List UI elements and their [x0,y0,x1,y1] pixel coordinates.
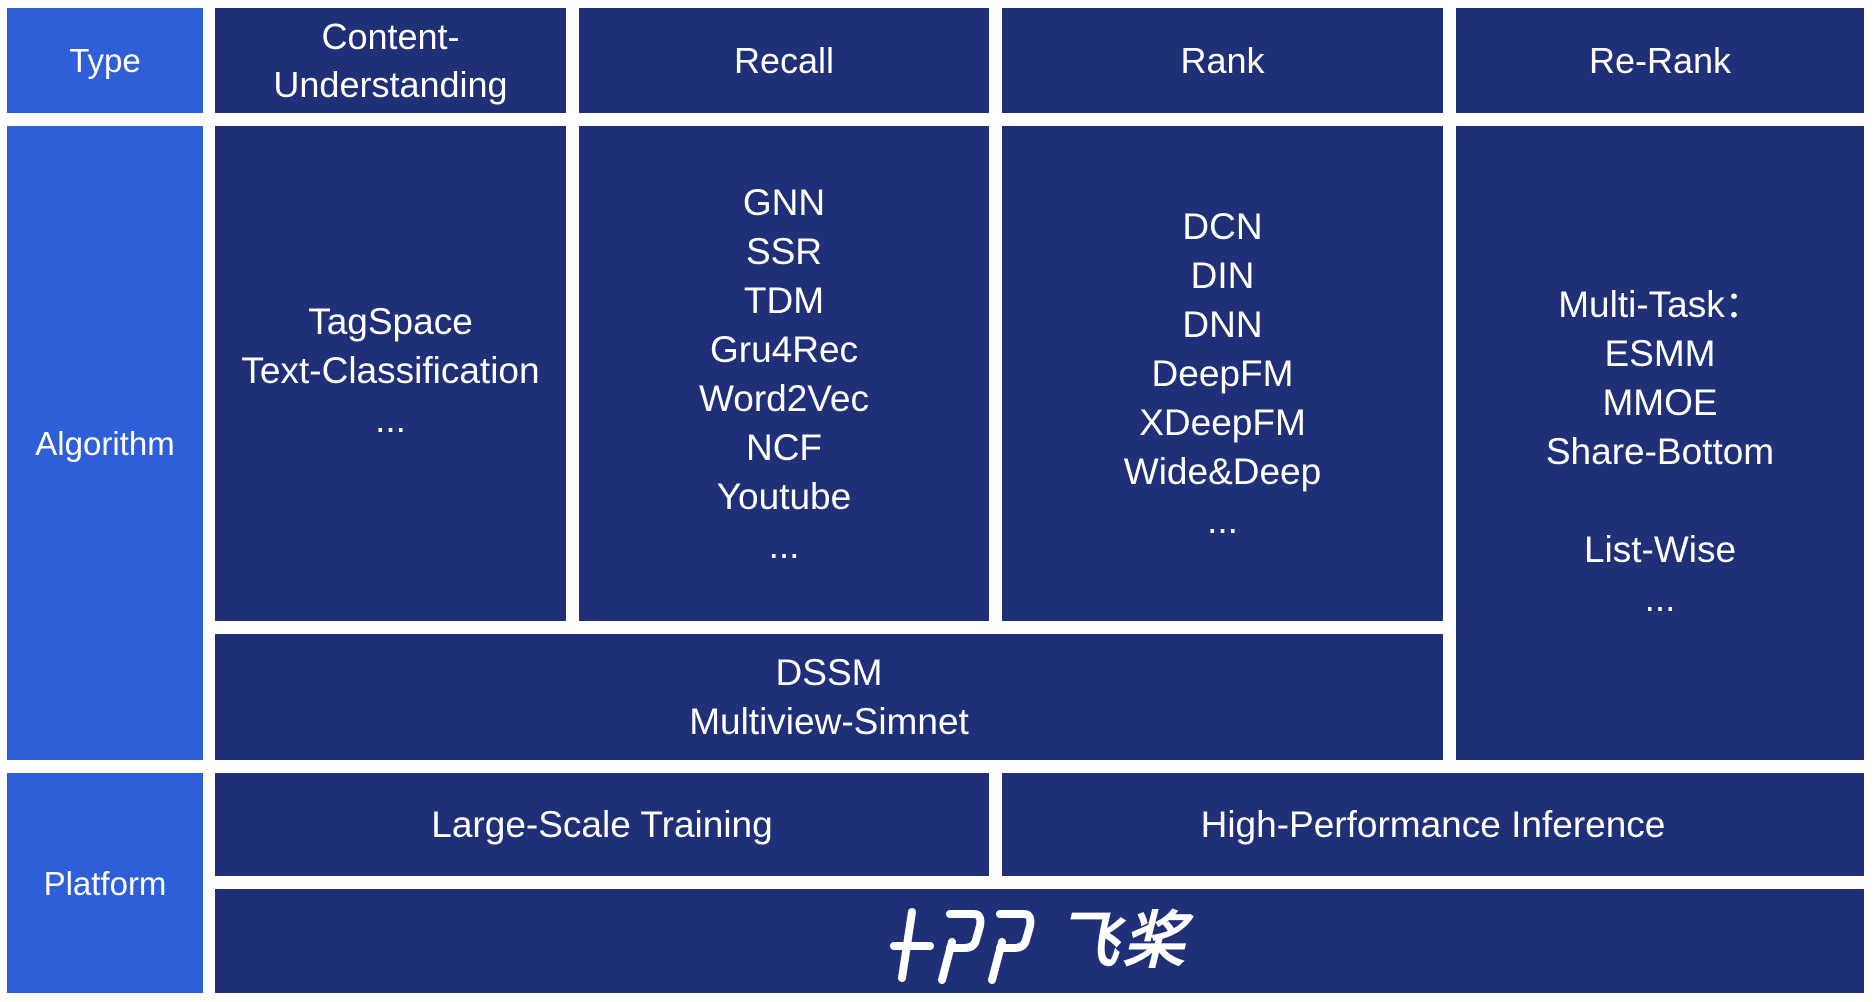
platform-inference: High-Performance Inference [1002,773,1864,876]
algorithm-item: ... [1207,500,1238,541]
algorithm-item: Youtube [716,475,852,517]
algorithm-item: NCF [745,426,823,468]
platform-logo: 飞桨 [215,889,1864,993]
algorithms-content-understanding: TagSpace Text-Classification ... [215,126,566,621]
header-content-understanding: Content- Understanding [215,8,566,113]
paddle-logo: 飞桨 [890,896,1188,986]
algorithm-item: TagSpace [308,301,473,342]
row-label-algorithm: Algorithm [7,126,203,760]
header-recall-text: Recall [733,39,835,81]
algorithm-item: ... [1644,577,1676,619]
algorithms-shared: DSSM Multiview-Simnet [215,634,1443,760]
algorithm-item: TDM [743,279,825,321]
algorithms-rerank: Multi-Task： ESMM MMOE Share-Bottom List-… [1456,126,1864,760]
header-rank-text: Rank [1180,39,1265,81]
algorithm-item: ... [768,524,800,566]
row-label-type: Type [7,8,203,113]
algorithm-item: SSR [745,230,823,272]
header-recall: Recall [579,8,989,113]
algorithm-item: Word2Vec [698,377,870,419]
algorithms-rank: DCN DIN DNN DeepFM XDeepFM Wide&Deep ... [1002,126,1443,621]
algorithm-item: Text-Classification [241,350,540,391]
platform-training-text: Large-Scale Training [431,804,773,845]
algorithm-item: DIN [1190,255,1255,296]
algorithm-item: List-Wise [1583,528,1737,570]
algorithm-item: ESMM [1604,332,1716,374]
row-label-type-text: Type [69,42,141,79]
header-rerank-text: Re-Rank [1588,39,1732,81]
algorithm-item: DCN [1182,206,1263,247]
paddle-logo-text: 飞桨 [1056,904,1189,977]
algorithm-item: DeepFM [1151,353,1294,394]
row-label-algorithm-text: Algorithm [35,424,175,462]
header-content-understanding-line: Content- [321,15,460,57]
algorithm-item: MMOE [1602,381,1718,423]
algorithm-item: DSSM [775,652,883,693]
row-label-platform: Platform [7,773,203,993]
header-rank: Rank [1002,8,1443,113]
paddle-logo-icon [890,908,1035,984]
algorithm-item: DNN [1182,304,1263,345]
algorithm-item: Wide&Deep [1123,451,1322,492]
platform-training: Large-Scale Training [215,773,989,876]
algorithm-item: Gru4Rec [709,328,859,370]
header-content-understanding-line: Understanding [273,63,508,105]
header-rerank: Re-Rank [1456,8,1864,113]
algorithm-item: ... [375,399,406,440]
algorithms-recall: GNN SSR TDM Gru4Rec Word2Vec NCF Youtube… [579,126,989,621]
algorithm-item: Multiview-Simnet [689,701,969,742]
algorithm-item: Multi-Task： [1558,283,1762,325]
row-label-platform-text: Platform [43,864,167,902]
algorithm-item: GNN [742,181,826,223]
algorithm-item: XDeepFM [1139,402,1306,443]
algorithm-item: Share-Bottom [1545,430,1775,472]
platform-inference-text: High-Performance Inference [1200,804,1666,845]
